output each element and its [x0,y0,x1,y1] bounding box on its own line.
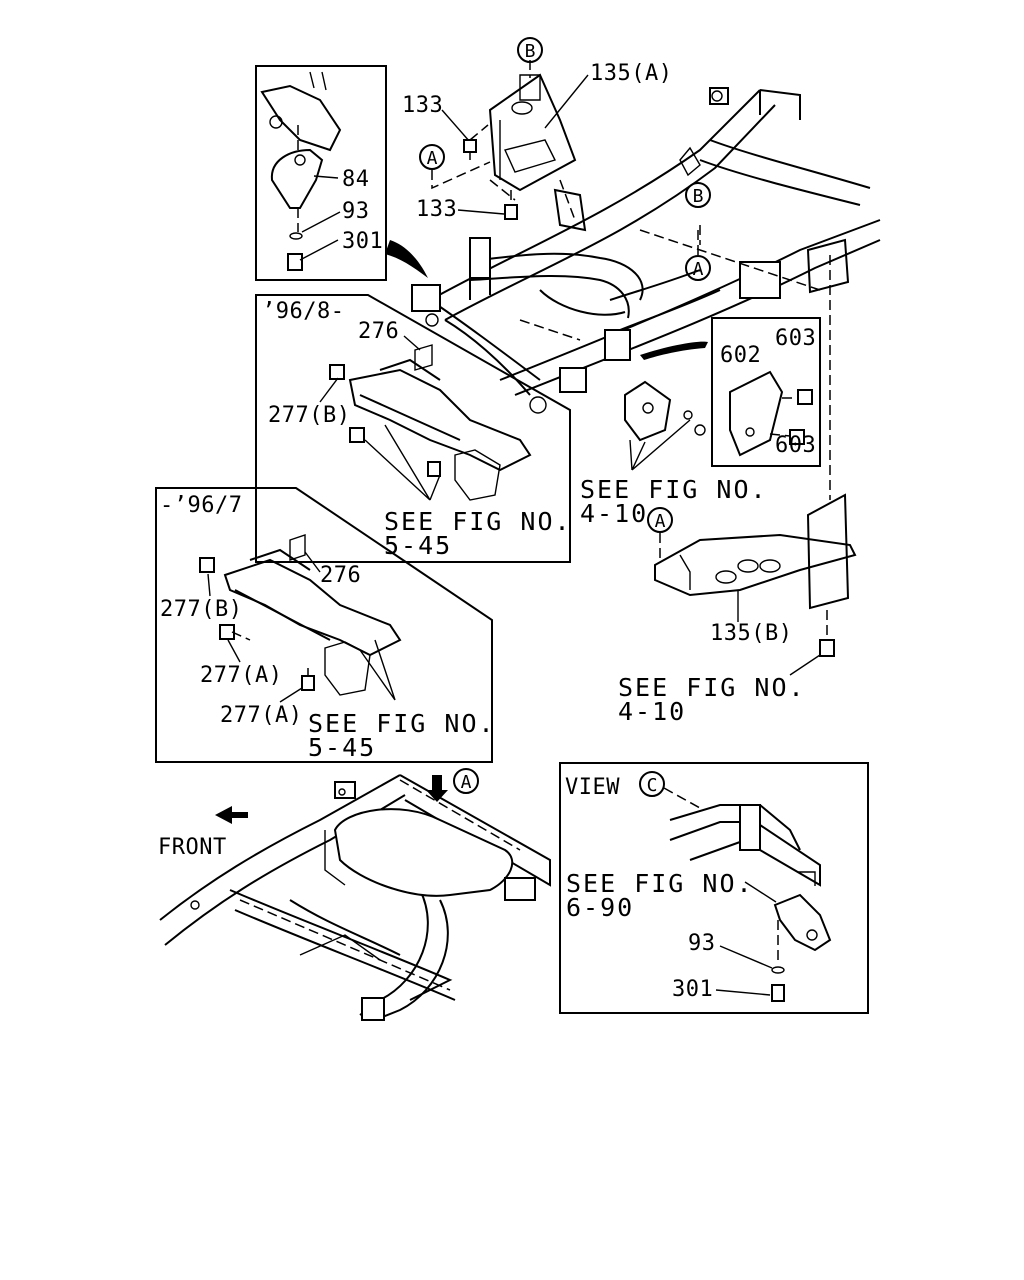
callout-circle-a-bottom: A [453,768,479,794]
lower-chassis-frame [159,774,551,1021]
leader-93-view [719,945,773,969]
label-277b-earlier: 277(B) [160,597,242,622]
svg-text:A: A [693,259,704,280]
label-range-later: ’96/8- [262,299,344,324]
callout-circle-b-top: B [517,37,543,63]
leader-277a-1 [227,639,241,663]
svg-text:B: B [693,186,704,207]
leader-276-later [403,335,421,351]
leader-277b-later [319,377,339,403]
leader-133-lower [457,209,505,215]
leader-see-fig-410-lower [789,654,821,676]
svg-text:B: B [525,41,536,62]
leader-277a-2 [279,687,303,703]
see-fig-410-upper-line2: 4-10 [580,499,648,528]
crossmember-135b [654,533,857,597]
pointer-arrow-inset [385,240,428,278]
callout-circle-a-upper-left: A [419,144,491,190]
see-fig-545-later-line1: SEE FIG NO. [384,507,572,536]
see-fig-410-lower-line2: 4-10 [618,697,686,726]
label-301-inset: 301 [342,229,383,254]
bolt-133-lower [504,190,518,220]
label-front: FRONT [158,835,227,860]
callout-circle-c-view: C [639,771,701,809]
bolt-133-upper [463,124,489,160]
svg-text:A: A [655,511,666,532]
view-c-drawing [669,804,832,1002]
bolt-lower-right [819,639,835,657]
label-277a-1: 277(A) [200,663,282,688]
inset-view-c-box [559,762,869,1014]
label-93-view: 93 [688,931,716,956]
label-602: 602 [720,343,761,368]
inset-602-box [711,317,821,467]
see-fig-690-line1: SEE FIG NO. [566,869,754,898]
see-fig-545-earlier-line1: SEE FIG NO. [308,709,496,738]
leader-276-earlier [304,551,321,573]
crossmember-drawing-earlier [199,534,402,701]
inset-602-drawing [729,370,813,457]
label-301-view: 301 [672,977,713,1002]
arrow-down-icon [426,775,448,802]
label-135b: 135(B) [710,621,792,646]
inset-hook-box [255,65,387,281]
label-135a: 135(A) [590,61,672,86]
main-chassis-frame [411,87,881,610]
panel-96-8-box [255,294,571,563]
see-fig-545-later-line2: 5-45 [384,531,452,560]
label-133-lower: 133 [416,197,457,222]
callout-circle-a-mid: A [647,507,673,560]
callout-circle-a-frame: A [685,230,711,281]
svg-text:C: C [647,775,658,796]
bracket-135a [488,60,587,232]
bracket-603-drawing [624,380,706,471]
label-277a-2: 277(A) [220,703,302,728]
see-fig-410-lower-line1: SEE FIG NO. [618,673,806,702]
see-fig-545-earlier-line2: 5-45 [308,733,376,762]
label-133-upper: 133 [402,93,443,118]
leader-133-upper [441,109,471,143]
see-fig-410-upper-line1: SEE FIG NO. [580,475,768,504]
callout-circle-b-frame: B [679,146,711,208]
label-93-inset: 93 [342,199,370,224]
leader-135a [544,74,589,129]
label-276-later: 276 [358,319,399,344]
panel-96-7-box [155,487,493,763]
see-fig-690-line2: 6-90 [566,893,634,922]
svg-text:A: A [427,148,438,169]
label-603-bottom: 603 [775,433,816,458]
leader-277b-earlier [207,573,211,597]
crossmember-drawing-later [329,344,532,501]
label-603-top: 603 [775,326,816,351]
svg-text:A: A [461,772,472,793]
label-276-earlier: 276 [320,563,361,588]
arrow-left-icon [215,806,248,824]
inset-hook-drawing [260,71,342,271]
arrow-down-right-icon [744,881,777,903]
label-view: VIEW [565,775,620,800]
pointer-arrow-right [640,341,708,360]
label-range-earlier: -’96/7 [160,493,242,518]
leader-301-view [715,989,771,996]
label-277b-later: 277(B) [268,403,350,428]
label-84: 84 [342,167,370,192]
